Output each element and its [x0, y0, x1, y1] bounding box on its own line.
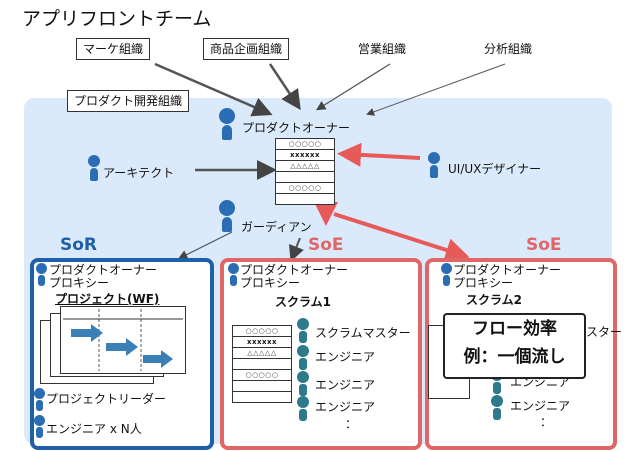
sor-project-leader-label: プロジェクトリーダー	[46, 392, 167, 406]
arrow-sales-to-po	[315, 63, 391, 111]
flow-line2: 例：一個流し	[463, 347, 566, 367]
sor-po-line2: プロキシー	[49, 276, 110, 290]
soe2-po-line1: プロダクトオーナー	[453, 263, 562, 277]
backlog-row: xxxxxx	[276, 150, 334, 161]
soe2-engineer-label: エンジニア	[510, 399, 571, 413]
sor-po-line1: プロダクトオーナー	[49, 263, 158, 277]
arrow-marketing-to-po	[154, 62, 273, 117]
soe1-po-line1: プロダクトオーナー	[240, 263, 349, 277]
org-product-planning: 商品企画組織	[203, 38, 290, 60]
soe1-label: SoE	[308, 235, 344, 255]
sor-project-title: プロジェクト(WF)	[55, 292, 160, 306]
soe1-backlog: ○○○○○ xxxxxx △△△△△ ○○○○○	[232, 325, 292, 403]
guardian-label: ガーディアン	[241, 220, 312, 234]
main-backlog: ○○○○○ xxxxxx △△△△△ ○○○○○	[275, 138, 335, 205]
backlog-row: ○○○○○	[276, 183, 334, 194]
soe1-scrum-master-label: スクラムマスター	[315, 326, 411, 340]
flow-line1: フロー効率	[472, 319, 557, 339]
backlog-row: ○○○○○	[233, 370, 291, 381]
soe2-ellipsis: ：	[540, 415, 553, 429]
soe2-scrum-master-label: スター	[586, 325, 623, 339]
soe1-engineer-label: エンジニア	[315, 378, 376, 392]
backlog-row: △△△△△	[233, 348, 291, 359]
arrow-guardian-to-soe1	[289, 237, 304, 262]
backlog-row: xxxxxx	[233, 337, 291, 348]
backlog-row: △△△△△	[276, 161, 334, 172]
architect-label: アーキテクト	[103, 166, 175, 180]
backlog-row	[233, 392, 291, 402]
ux-designer-label: UI/UXデザイナー	[448, 162, 542, 176]
red-arrow-to-soe2	[333, 212, 470, 262]
red-arrow-ux-to-backlog	[337, 142, 421, 167]
backlog-row	[233, 381, 291, 392]
org-analytics: 分析組織	[484, 42, 533, 56]
soe2-label: SoE	[526, 235, 562, 255]
wf-page-front	[60, 306, 186, 374]
org-sales: 営業組織	[358, 42, 407, 56]
soe1-engineer-label: エンジニア	[315, 350, 376, 364]
page-title: アプリフロントチーム	[22, 8, 212, 30]
soe2-po-line2: プロキシー	[453, 276, 514, 290]
backlog-row: ○○○○○	[233, 326, 291, 337]
sor-engineers-label: エンジニア x N人	[46, 422, 142, 436]
soe1-ellipsis: ：	[345, 417, 358, 431]
arrow-guardian-to-sor	[177, 231, 233, 260]
soe2-scrum-title: スクラム2	[466, 293, 522, 307]
soe1-po-line2: プロキシー	[240, 276, 301, 290]
backlog-row	[233, 359, 291, 370]
backlog-row	[276, 194, 334, 204]
org-product-dev: プロダクト開発組織	[67, 90, 190, 112]
backlog-row: ○○○○○	[276, 139, 334, 150]
flow-efficiency-callout: フロー効率 例：一個流し	[443, 313, 586, 379]
waterfall-arrows-icon	[63, 309, 183, 371]
soe1-engineer-label: エンジニア	[315, 400, 376, 414]
org-marketing: マーケ組織	[76, 38, 151, 60]
soe1-scrum-title: スクラム1	[275, 295, 331, 309]
product-owner-label: プロダクトオーナー	[242, 121, 351, 135]
sor-label: SoR	[60, 235, 98, 255]
arrow-analytics-to-po	[366, 63, 506, 116]
arrow-planning-to-po	[268, 63, 301, 111]
backlog-row	[276, 172, 334, 183]
